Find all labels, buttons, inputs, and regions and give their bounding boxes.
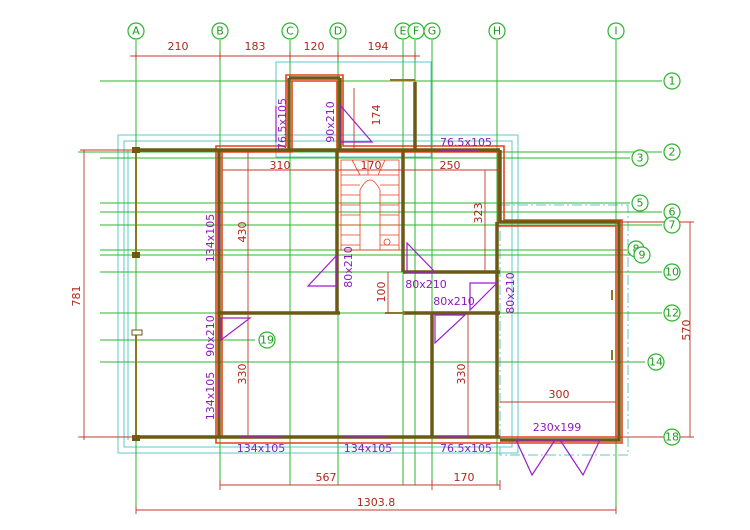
opening-label: 76.5x105: [440, 136, 492, 149]
grid-column-label: G: [428, 25, 437, 38]
opening-label: 134x105: [204, 372, 217, 421]
opening-label: 76.5x105: [440, 442, 492, 455]
grid-row-label: 5: [637, 197, 644, 210]
grid-row-markers: 1 2 3 5 6 7 8 9 10 12 14 18 19: [258, 72, 681, 446]
dimension-lines: [80, 52, 694, 514]
grid-row-label: 19: [260, 334, 274, 347]
dimension-label: 430: [236, 222, 249, 243]
opening-labels: 76.5x105 90x210 76.5x105 134x105 80x210 …: [204, 98, 581, 455]
dimension-label: 781: [70, 286, 83, 307]
grid-row-label: 18: [665, 431, 679, 444]
opening-label: 90x210: [324, 101, 337, 143]
grid-row-label: 10: [665, 266, 679, 279]
opening-label: 80x210: [504, 272, 517, 314]
dimension-label: 120: [304, 40, 325, 53]
grid-row-label: 2: [669, 146, 676, 159]
dimension-label: 330: [455, 364, 468, 385]
dimension-label: 323: [472, 203, 485, 224]
opening-label: 134x105: [237, 442, 286, 455]
grid-row-label: 6: [669, 206, 676, 219]
grid-row-label: 12: [665, 307, 679, 320]
grid-row-label: 7: [669, 219, 676, 232]
grid-row-label: 1: [669, 75, 676, 88]
dimension-label: 174: [370, 105, 383, 126]
opening-label: 80x210: [433, 295, 475, 308]
opening-label: 80x210: [342, 246, 355, 288]
opening-label: 230x199: [533, 421, 582, 434]
grid-column-label: H: [493, 25, 501, 38]
dimension-label: 330: [236, 364, 249, 385]
grid-row-label: 9: [639, 249, 646, 262]
dimension-label: 183: [245, 40, 266, 53]
dimension-label: 250: [440, 159, 461, 172]
dimension-label: 300: [549, 388, 570, 401]
dimension-label: 567: [316, 471, 337, 484]
door-swings: [220, 103, 601, 477]
dimension-label: 210: [168, 40, 189, 53]
opening-label: 134x105: [344, 442, 393, 455]
dimension-labels: 210 183 120 194 174 310 170 250 323 430 …: [70, 40, 693, 509]
dimension-label: 170: [361, 159, 382, 172]
opening-label: 134x105: [204, 214, 217, 263]
grid-row-label: 14: [649, 356, 663, 369]
grid-column-label: E: [400, 25, 407, 38]
dimension-label: 170: [454, 471, 475, 484]
grid-row-label: 3: [637, 152, 644, 165]
grid-column-label: F: [413, 25, 419, 38]
grid-column-label: B: [216, 25, 224, 38]
dimension-label: 570: [680, 320, 693, 341]
dimension-label: 100: [375, 282, 388, 303]
grid-column-label: C: [286, 25, 294, 38]
grid-column-markers: A B C D E F G H I: [127, 22, 625, 40]
grid-column-label: I: [614, 25, 617, 38]
dimension-label: 1303.8: [357, 496, 396, 509]
staircase: [340, 159, 400, 251]
grid-column-label: A: [132, 25, 140, 38]
grid-column-label: D: [334, 25, 342, 38]
opening-label: 80x210: [405, 278, 447, 291]
dimension-label: 194: [368, 40, 389, 53]
cyan-outline: [117, 61, 629, 456]
opening-label: 76.5x105: [276, 98, 289, 150]
opening-label: 90x210: [204, 315, 217, 357]
dimension-label: 310: [270, 159, 291, 172]
